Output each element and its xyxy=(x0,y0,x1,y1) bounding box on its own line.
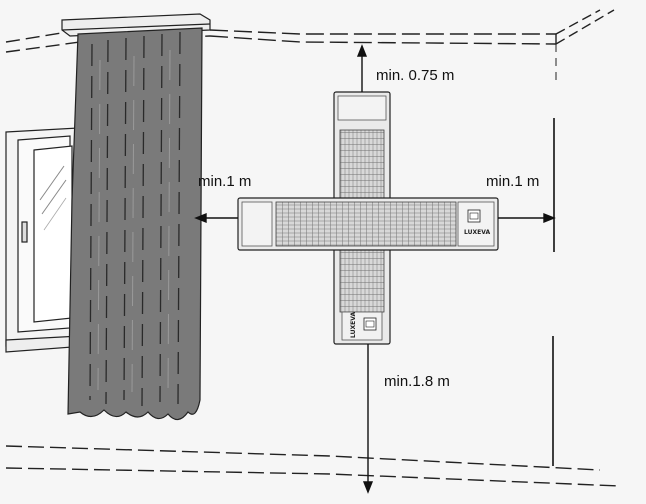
arrow-right-icon xyxy=(543,212,556,224)
clearance-bottom-label: min.1.8 m xyxy=(384,373,450,390)
clearance-arrows xyxy=(194,44,556,494)
wall-corner xyxy=(552,118,555,466)
arrow-left-icon xyxy=(194,212,207,224)
horizontal-heater-brand: LUXEVA xyxy=(464,229,490,236)
clearance-right-label: min.1 m xyxy=(486,173,540,190)
curtain xyxy=(67,27,203,421)
arrow-down-icon xyxy=(362,481,374,494)
clearance-top-label: min. 0.75 m xyxy=(376,67,455,84)
arrow-up-icon xyxy=(356,44,368,57)
vertical-heater-brand: LUXEVA xyxy=(350,312,357,338)
horizontal-heater: LUXEVA xyxy=(237,197,499,251)
floor-lines xyxy=(5,445,621,487)
clearance-left-label: min.1 m xyxy=(198,173,252,190)
